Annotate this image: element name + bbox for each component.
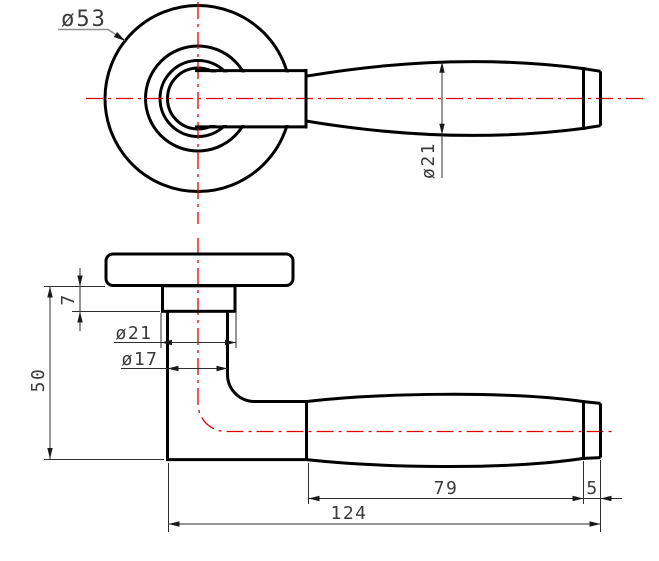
collar-arrow-right	[225, 339, 236, 346]
side-view: 7 50 ø21 ø17	[28, 238, 622, 532]
side-cap-top-connector	[583, 400, 601, 405]
grip-diameter-arrow-top	[439, 61, 445, 73]
height-arrow-top	[47, 286, 53, 298]
neck-arrow-left	[167, 365, 179, 372]
dim-neck-diameter: ø17	[121, 349, 228, 372]
rose-collar	[161, 284, 237, 313]
rose-diameter-label: ø53	[61, 7, 107, 32]
overall-arrow-right	[589, 521, 601, 527]
side-centerline	[197, 238, 612, 433]
dim-rose-offset: 7	[44, 268, 160, 331]
dim-cap-length: 5	[586, 460, 612, 532]
grip-length-arrow-left	[308, 495, 320, 502]
grip-cap-top-connector	[583, 67, 601, 73]
front-centerlines	[86, 2, 646, 224]
dim-grip-diameter: ø21	[418, 61, 445, 179]
grip-diameter-arrow-bottom	[439, 123, 445, 135]
overall-arrow-left	[168, 521, 180, 527]
side-cap-bottom-connector	[583, 456, 601, 460]
cap-length-label: 5	[586, 478, 598, 499]
offset-arrow-bottom	[77, 311, 83, 323]
collar-diameter-label: ø21	[115, 323, 152, 344]
side-grip-bottom-edge	[306, 456, 584, 469]
dim-collar-diameter: ø21	[114, 313, 237, 348]
collar-arrow-left	[161, 339, 172, 346]
overall-length-label: 124	[330, 503, 367, 524]
dim-grip-length: 79	[308, 461, 622, 504]
rose-offset-label: 7	[58, 293, 79, 305]
front-view: ø53 ø21	[58, 2, 646, 224]
rose-diameter-arrow	[113, 31, 126, 41]
grip-length-arrow-right	[572, 495, 584, 502]
lever-outer-edge	[166, 311, 307, 462]
side-grip-top-edge	[306, 392, 584, 404]
neck-arrow-right	[216, 365, 228, 372]
grip-diameter-label: ø21	[418, 142, 439, 179]
dim-rose-diameter: ø53	[58, 7, 126, 42]
dim-overall-length: 124	[168, 463, 601, 532]
grip-length-label: 79	[434, 478, 459, 499]
grip-cap-bottom-connector	[583, 124, 601, 130]
grip-top-edge	[305, 60, 584, 78]
cap-arrow	[600, 495, 612, 502]
lever-inner-edge	[226, 311, 307, 403]
height-arrow-bottom	[47, 448, 53, 459]
offset-arrow-top	[77, 275, 83, 287]
rose-plate	[104, 252, 295, 287]
grip-bottom-edge	[305, 119, 584, 137]
dim-height: 50	[28, 286, 164, 460]
neck-diameter-label: ø17	[121, 349, 158, 370]
height-label: 50	[28, 368, 49, 393]
